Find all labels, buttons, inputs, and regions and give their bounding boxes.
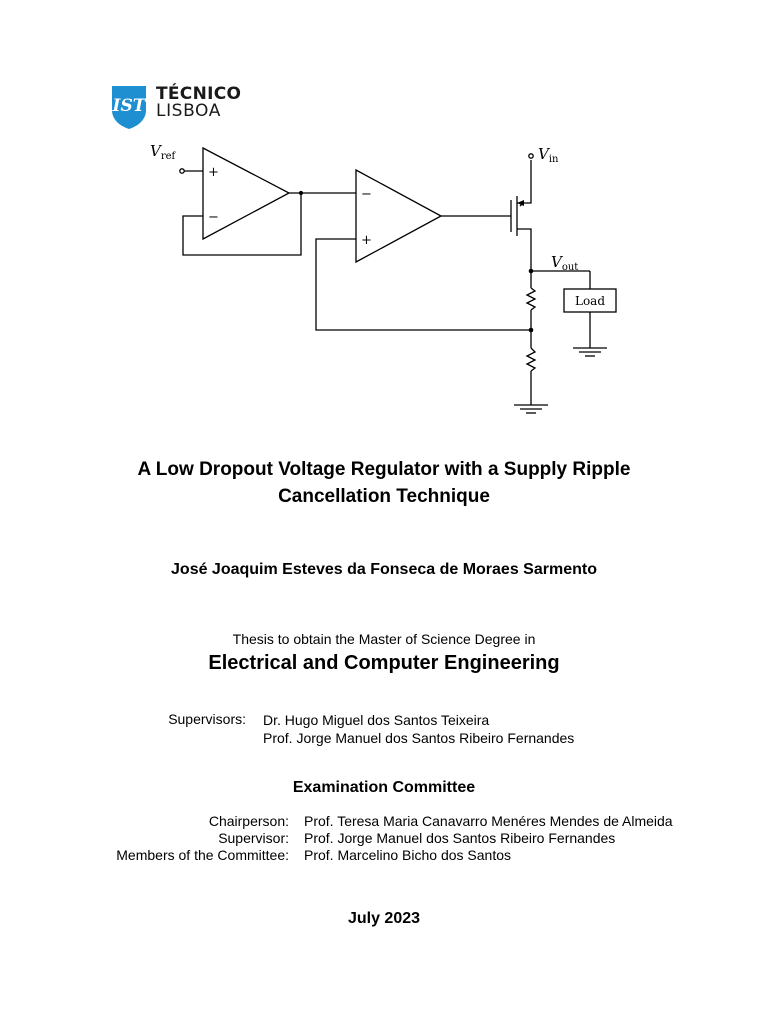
ist-shield-icon: IST — [112, 86, 147, 129]
degree-name: Electrical and Computer Engineering — [208, 652, 560, 674]
vin-terminal — [528, 153, 534, 159]
opamp2-minus-sign: − — [361, 187, 372, 202]
ldo-circuit-diagram: Vref Vin Vout Load + − − + — [150, 142, 617, 414]
logo-text-tecnico: TÉCNICO — [156, 84, 242, 104]
committee-member: Prof. Teresa Maria Canavarro Menéres Men… — [304, 813, 673, 829]
opamp1-minus-sign: − — [208, 210, 219, 225]
thesis-date: July 2023 — [347, 910, 421, 927]
committee-role: Chairperson: — [208, 813, 289, 829]
svg-text:Vin: Vin — [538, 145, 559, 165]
divider-feedback-wire — [315, 238, 531, 331]
logo-text-lisboa: LISBOA — [156, 101, 221, 121]
svg-text:IST: IST — [112, 96, 147, 116]
opamp1-plus-sign: + — [208, 165, 219, 180]
divider-node — [528, 327, 534, 333]
author-name: José Joaquim Esteves da Fonseca de Morae… — [171, 561, 597, 578]
supervisors-list: Dr. Hugo Miguel dos Santos Teixeira Prof… — [263, 711, 574, 747]
thesis-title: A Low Dropout Voltage Regulator with a S… — [60, 456, 708, 510]
resistor-lower — [525, 347, 537, 372]
vin-label: V — [538, 145, 551, 163]
opamp-1 — [202, 146, 291, 241]
pmos-source — [517, 160, 532, 204]
supervisor-name: Prof. Jorge Manuel dos Santos Ribeiro Fe… — [263, 730, 575, 746]
thesis-purpose: Thesis to obtain the Master of Science D… — [232, 631, 536, 647]
load-label: Load — [575, 294, 605, 308]
vout-node — [528, 268, 534, 274]
feedback-node — [298, 190, 304, 196]
resistor-upper — [525, 287, 537, 311]
svg-text:Vout: Vout — [551, 253, 578, 273]
title-line-1: A Low Dropout Voltage Regulator with a S… — [137, 459, 631, 480]
committee-role: Supervisor: — [218, 830, 289, 846]
vout-label: V — [551, 253, 564, 271]
committee-member: Prof. Jorge Manuel dos Santos Ribeiro Fe… — [304, 830, 616, 846]
opamp1-feedback-wire — [182, 193, 302, 256]
supervisor-name: Dr. Hugo Miguel dos Santos Teixeira — [263, 712, 490, 728]
committee-member: Prof. Marcelino Bicho dos Santos — [304, 847, 511, 863]
vref-label: V — [150, 142, 163, 160]
pmos-drain — [517, 228, 532, 271]
svg-text:Vref: Vref — [150, 142, 177, 162]
committee-role: Members of the Committee: — [116, 847, 289, 863]
title-line-2: Cancellation Technique — [278, 486, 490, 507]
supervisors-label: Supervisors: — [168, 711, 246, 727]
opamp-2 — [355, 168, 443, 264]
opamp2-plus-sign: + — [361, 233, 372, 248]
committee-title: Examination Committee — [292, 779, 476, 796]
vref-terminal — [179, 168, 185, 174]
